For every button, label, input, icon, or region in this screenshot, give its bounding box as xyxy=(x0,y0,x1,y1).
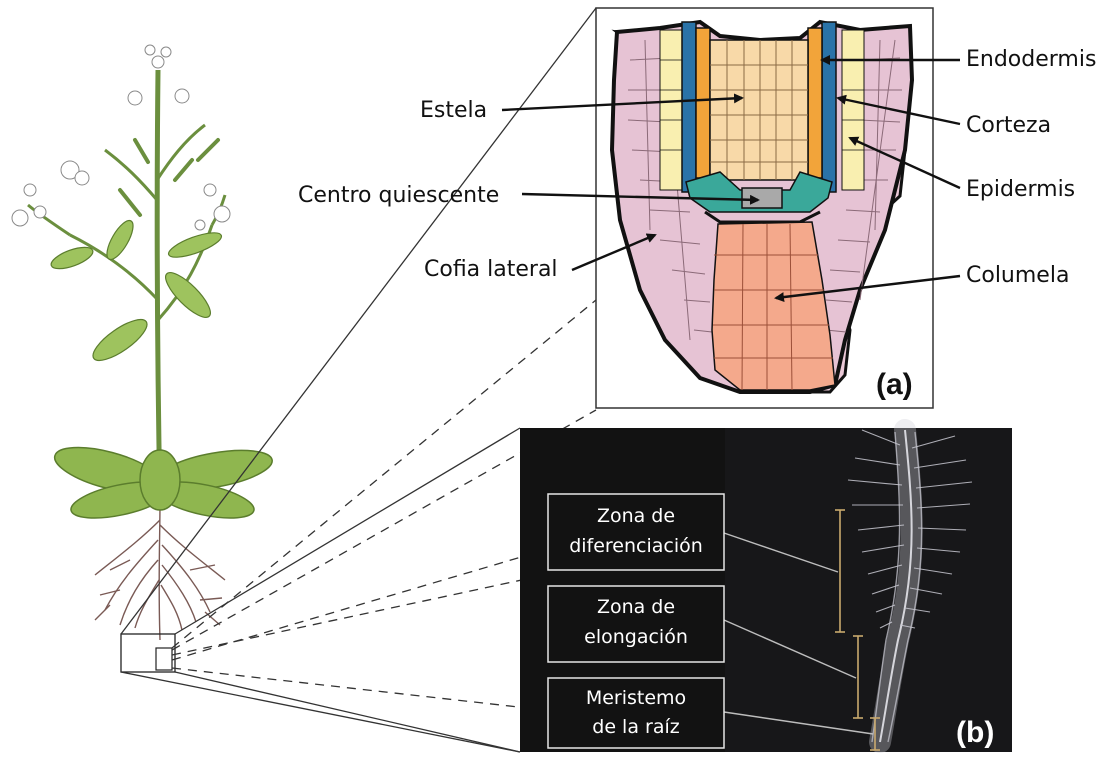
plant-illustration xyxy=(12,45,275,640)
label-estela: Estela xyxy=(420,98,487,123)
root-tip-zoom-box xyxy=(156,648,172,670)
zone-label-diferenciacion-1: Zona de xyxy=(597,505,675,527)
rosette-leaves xyxy=(50,438,275,525)
stele xyxy=(710,40,808,180)
plant-zoom-box xyxy=(121,634,175,672)
label-endodermis: Endodermis xyxy=(966,47,1096,72)
zone-label-elongacion-2: elongación xyxy=(584,626,688,648)
label-centro-quiescente: Centro quiescente xyxy=(298,183,499,208)
plant-roots xyxy=(95,500,225,640)
panel-b: Zona de diferenciación Zona de elongació… xyxy=(520,428,1012,752)
zone-label-diferenciacion-2: diferenciación xyxy=(569,535,703,557)
label-cofia-lateral: Cofia lateral xyxy=(424,257,558,282)
label-epidermis: Epidermis xyxy=(966,177,1075,202)
zone-label-elongacion-1: Zona de xyxy=(597,596,675,618)
zone-label-meristemo-1: Meristemo xyxy=(586,687,686,709)
endodermis-left xyxy=(682,22,696,192)
columella xyxy=(712,222,835,390)
label-corteza: Corteza xyxy=(966,113,1051,138)
quiescent-center xyxy=(742,188,782,208)
plant-stem xyxy=(157,70,160,505)
panel-b-tag: (b) xyxy=(956,716,994,749)
zone-label-meristemo-2: de la raíz xyxy=(592,716,679,738)
panel-a: Estela Centro quiescente Cofia lateral E… xyxy=(298,8,1096,408)
endodermis-right xyxy=(822,22,836,192)
panel-a-tag: (a) xyxy=(876,368,913,401)
plant-flowers xyxy=(12,45,230,230)
label-columela: Columela xyxy=(966,263,1069,288)
